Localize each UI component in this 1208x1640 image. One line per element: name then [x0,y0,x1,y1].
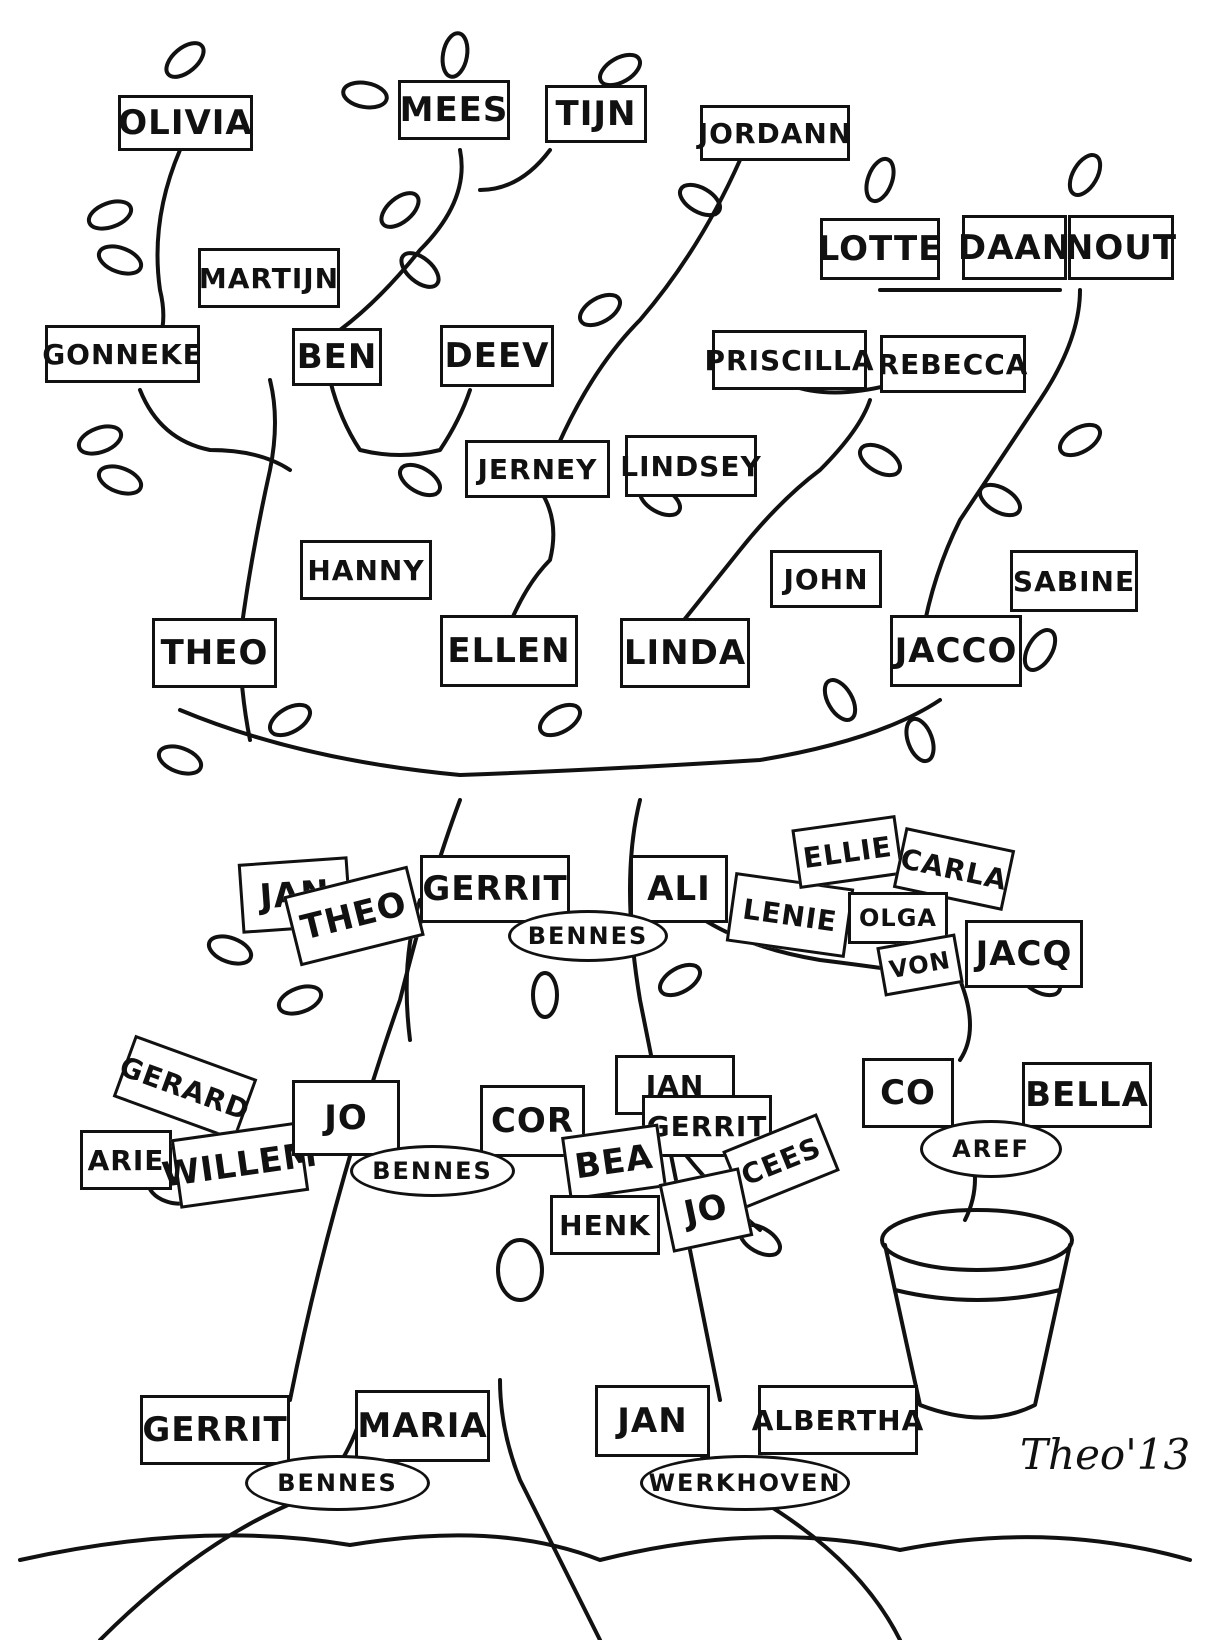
family-oval-bennes-gen2: BENNES [508,910,668,962]
leaf [1067,153,1103,197]
branch-ben [328,378,472,457]
leaf [678,182,722,218]
name-tag-lindsey: LINDSEY [620,435,761,497]
name-tag-hanny: HANNY [300,540,432,600]
family-oval-werkhoven-root: WERKHOVEN [640,1455,850,1511]
leaf [1022,628,1058,672]
leaf [156,744,204,776]
branch-tijn [478,148,552,192]
name-tag-gerrit-gen2: GERRIT [420,855,570,923]
leaf [904,716,936,764]
name-tag-nout: NOUT [1065,215,1176,280]
name-tag-jo-gen1b: JO [658,1167,754,1253]
name-tag-willem: WILLEM [160,1121,320,1209]
name-tag-henk: HENK [550,1195,660,1255]
main-branch [178,698,942,777]
name-tag-olivia: OLIVIA [118,95,253,151]
leaf [96,464,144,496]
name-tag-co: CO [862,1058,954,1128]
name-tag-deev: DEEV [440,325,554,387]
name-tag-daan: DAAN [958,215,1070,280]
leaf [978,482,1022,518]
leaf [440,31,470,79]
name-tag-gerard: GERARD [112,1034,258,1142]
leaf [86,199,134,231]
leaf [864,156,896,204]
name-tag-gonneke: GONNEKE [42,325,202,383]
leaf [164,41,206,79]
name-tag-cor: COR [480,1085,585,1157]
name-tag-jacco: JACCO [890,615,1022,687]
name-tag-ellen: ELLEN [440,615,578,687]
branch-mees [338,148,464,332]
name-tag-bella: BELLA [1022,1062,1152,1128]
leaf [76,424,124,456]
name-tag-lenie: LENIE [725,871,855,959]
leaf [206,934,254,966]
ground-line [18,1533,1192,1562]
family-oval-bennes-root: BENNES [245,1455,430,1511]
pot-body [883,1243,1072,1420]
family-oval-bennes-gen1: BENNES [350,1145,515,1197]
family-oval-aref-pot: AREF [920,1120,1062,1178]
artist-signature: Theo'13 [1020,1430,1191,1479]
leaf [578,292,622,328]
name-tag-martijn: MARTIJN [198,248,340,308]
name-tag-tijn: TIJN [545,85,647,143]
branch-gonneke [138,388,292,472]
name-tag-john: JOHN [770,550,882,608]
name-tag-bea: BEA [561,1123,667,1201]
name-tag-arie: ARIE [80,1130,172,1190]
leaf [858,442,902,478]
leaf [341,80,389,110]
name-tag-maria: MARIA [355,1390,490,1462]
leaf [1058,422,1102,458]
name-tag-lotte: LOTTE [818,218,941,280]
name-tag-jerney: JERNEY [465,440,610,498]
pot-rim [880,1208,1074,1272]
leaf [658,962,702,998]
name-tag-ben: BEN [292,328,382,386]
leaf [379,191,421,229]
name-tag-priscilla: PRISCILLA [705,330,874,390]
name-tag-sabine: SABINE [1010,550,1138,612]
branch-jacco [918,288,1082,652]
leaf [398,462,442,498]
name-tag-gerrit-gen1: GERRIT [642,1095,772,1157]
leaf [96,244,144,276]
leaf [538,702,582,738]
leaf [598,52,642,88]
name-tag-gerrit-root: GERRIT [140,1395,290,1465]
root-mid [498,1378,602,1640]
name-tag-linda: LINDA [620,618,750,688]
name-tag-rebecca: REBECCA [878,335,1027,393]
name-tag-albertha: ALBERTHA [752,1385,923,1455]
name-tag-jo-gen1: JO [292,1080,400,1156]
leaf [822,678,858,722]
name-tag-mees: MEES [398,80,510,140]
name-tag-jordann: JORDANN [698,105,851,161]
pot-band [893,1288,1062,1302]
trunk-knot-2 [531,971,559,1019]
name-tag-jan-root: JAN [595,1385,710,1457]
leaf [399,251,441,289]
name-tag-ellie: ELLIE [791,814,904,890]
trunk-knot [496,1238,544,1302]
name-tag-jacq: JACQ [965,920,1083,988]
leaf [276,984,324,1016]
branch-linda [658,398,872,652]
name-tag-ali: ALI [630,855,728,923]
leaf [268,702,312,738]
name-tag-theo-gen3: THEO [152,618,277,688]
